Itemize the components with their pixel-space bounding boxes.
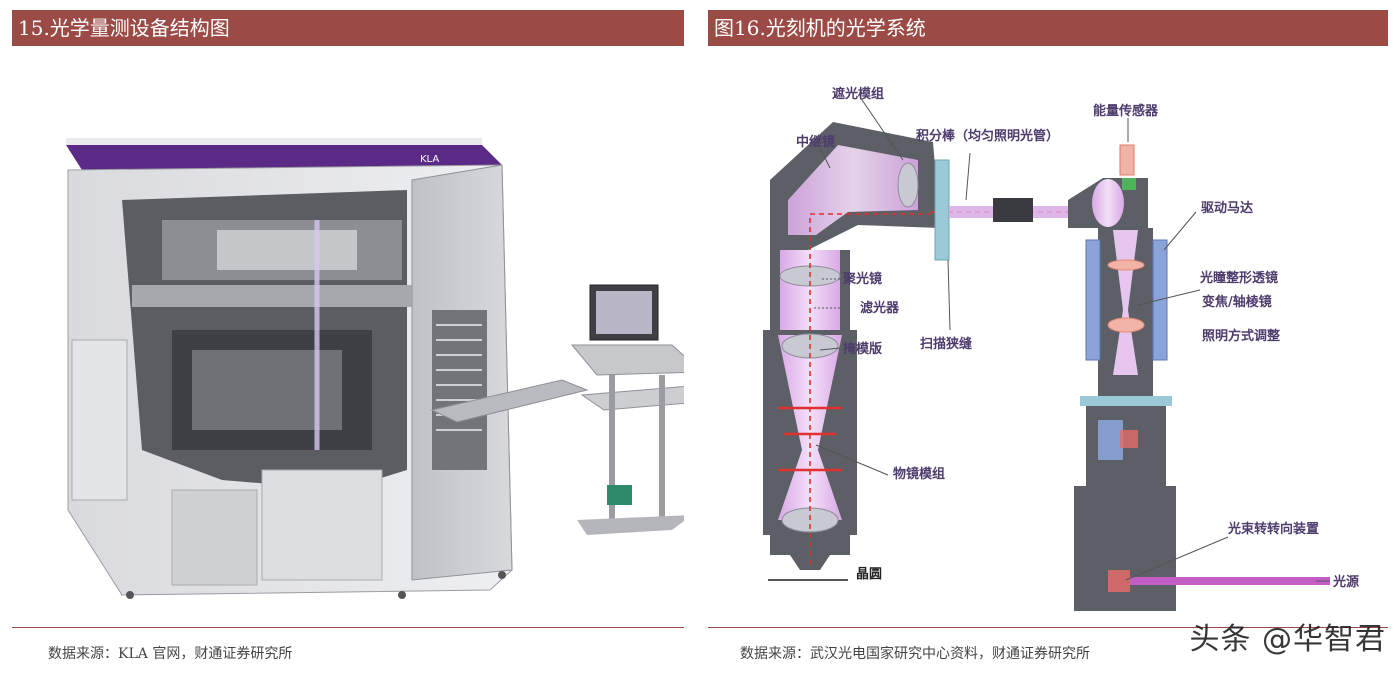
label-wafer: 晶圆	[856, 567, 882, 582]
figure-panel-left: 15.光学量测设备结构图 KLA	[12, 10, 726, 678]
watermark: 头条 @华智君	[1189, 622, 1386, 657]
drive-motor-left	[1085, 239, 1101, 361]
label-drive-motor: 驱动马达	[1201, 200, 1253, 216]
label-light-source: 光源	[1332, 574, 1359, 590]
scan-slit-plate	[934, 159, 950, 261]
label-energy-sensor: 能量传感器	[1093, 103, 1159, 119]
source-note-left: 数据来源：KLA 官网，财通证券研究所	[48, 646, 293, 662]
light-source-beam	[1130, 577, 1330, 585]
label-condenser: 聚光镜	[842, 271, 882, 287]
integrator-rod	[993, 198, 1033, 222]
label-beam-steering: 光束转转向装置	[1227, 521, 1319, 537]
label-filter: 滤光器	[860, 300, 900, 316]
energy-sensor	[1119, 144, 1135, 176]
cabinet-top-band	[66, 145, 502, 170]
separator-rule-right	[708, 627, 1388, 628]
label-relay-lens: 中继镜	[796, 134, 835, 150]
label-objective: 物镜模组	[893, 466, 945, 482]
optical-metrology-equipment-figure: KLA	[12, 50, 726, 620]
source-note-right: 数据来源：武汉光电国家研究中心资料，财通证券研究所	[740, 646, 1090, 662]
beam-steering-device	[1108, 570, 1130, 592]
figure-title-right: 图16.光刻机的光学系统	[708, 10, 1388, 46]
figure-title-left: 15.光学量测设备结构图	[12, 10, 684, 46]
optical-system-schematic: 遮光模组 中继镜 积分棒（均匀照明光管） 能量传感器 驱动马达 聚光镜 滤光器 …	[763, 86, 1359, 611]
equipment-illustration: KLA	[66, 138, 726, 599]
label-mask-module: 遮光模组	[832, 86, 884, 102]
kla-logo: KLA	[420, 154, 439, 165]
label-scan-slit: 扫描狭缝	[920, 336, 972, 352]
light-source-housing	[1074, 486, 1176, 611]
label-zoom-axicon: 变焦/轴棱镜	[1202, 294, 1272, 310]
lithography-optical-system-diagram: 遮光模组 中继镜 积分棒（均匀照明光管） 能量传感器 驱动马达 聚光镜 滤光器 …	[708, 50, 1388, 620]
label-pupil-lens: 光瞳整形透镜	[1199, 270, 1278, 286]
label-illum-adjust: 照明方式调整	[1202, 328, 1281, 344]
label-reticle: 掩模版	[843, 341, 882, 357]
label-integrator-rod: 积分棒（均匀照明光管）	[916, 128, 1059, 144]
figure-panel-right: 图16.光刻机的光学系统	[708, 10, 1388, 678]
separator-rule-left	[12, 627, 684, 628]
